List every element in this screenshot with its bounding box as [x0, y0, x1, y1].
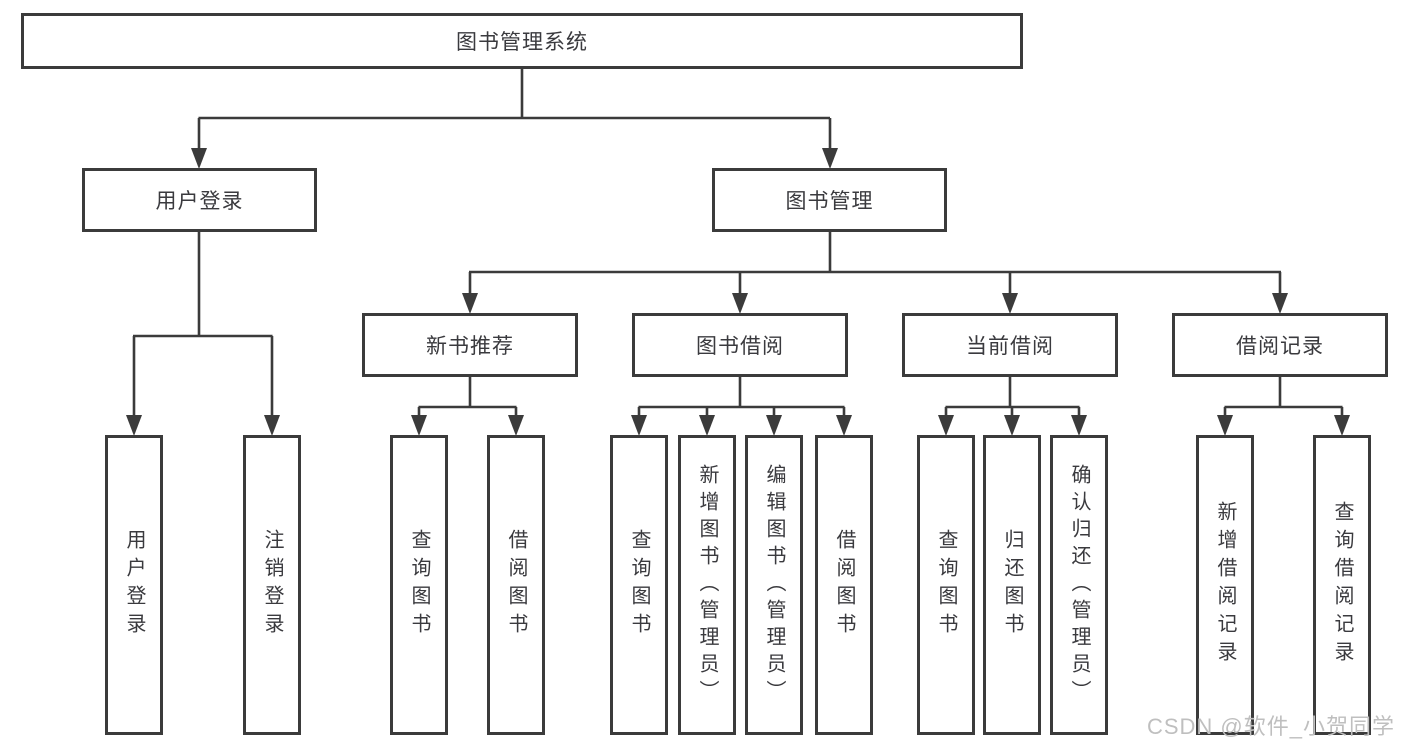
node-label: 查询借阅记录 [1331, 501, 1353, 669]
node-label: 查询图书 [935, 529, 957, 641]
node-label: 编辑图书（管理员） [763, 463, 785, 707]
arrow-down-icon [126, 148, 1350, 436]
node-label: 当前借阅 [966, 335, 1054, 358]
node-label: 新增借阅记录 [1214, 501, 1236, 669]
leaf-borrow-books-borrowing: 借阅图书 [815, 435, 873, 735]
node-label: 注销登录 [261, 529, 283, 641]
leaf-edit-books-admin: 编辑图书（管理员） [745, 435, 803, 735]
node-current-borrowing: 当前借阅 [902, 313, 1118, 377]
node-new-book-recommend: 新书推荐 [362, 313, 578, 377]
node-label: 用户登录 [123, 529, 145, 641]
leaf-query-books-current: 查询图书 [917, 435, 975, 735]
node-book-borrowing: 图书借阅 [632, 313, 848, 377]
leaf-logout: 注销登录 [243, 435, 301, 735]
csdn-watermark: CSDN @软件_小贺同学 [1146, 714, 1395, 739]
node-label: 查询图书 [408, 529, 430, 641]
node-label: 借阅记录 [1236, 335, 1324, 358]
node-label: 新增图书（管理员） [696, 463, 718, 707]
leaf-borrow-books-recommend: 借阅图书 [487, 435, 545, 735]
node-book-management: 图书管理 [712, 168, 947, 232]
leaf-return-books: 归还图书 [983, 435, 1041, 735]
node-label: 归还图书 [1001, 529, 1023, 641]
node-label: 借阅图书 [833, 529, 855, 641]
leaf-confirm-return-admin: 确认归还（管理员） [1050, 435, 1108, 735]
leaf-query-books-recommend: 查询图书 [390, 435, 448, 735]
leaf-query-borrow-record: 查询借阅记录 [1313, 435, 1371, 735]
leaf-user-login: 用户登录 [105, 435, 163, 735]
node-label: 查询图书 [628, 529, 650, 641]
tree-edges [132, 69, 1344, 419]
node-user-login: 用户登录 [82, 168, 317, 232]
node-root-system: 图书管理系统 [21, 13, 1023, 69]
leaf-add-borrow-record: 新增借阅记录 [1196, 435, 1254, 735]
node-label: 借阅图书 [505, 529, 527, 641]
node-label: 图书借阅 [696, 335, 784, 358]
node-label: 图书管理系统 [456, 31, 588, 54]
leaf-add-books-admin: 新增图书（管理员） [678, 435, 736, 735]
node-borrowing-records: 借阅记录 [1172, 313, 1388, 377]
node-label: 图书管理 [785, 190, 874, 213]
node-label: 确认归还（管理员） [1068, 463, 1090, 707]
leaf-query-books-borrowing: 查询图书 [610, 435, 668, 735]
node-label: 用户登录 [155, 190, 244, 213]
node-label: 新书推荐 [426, 335, 514, 358]
